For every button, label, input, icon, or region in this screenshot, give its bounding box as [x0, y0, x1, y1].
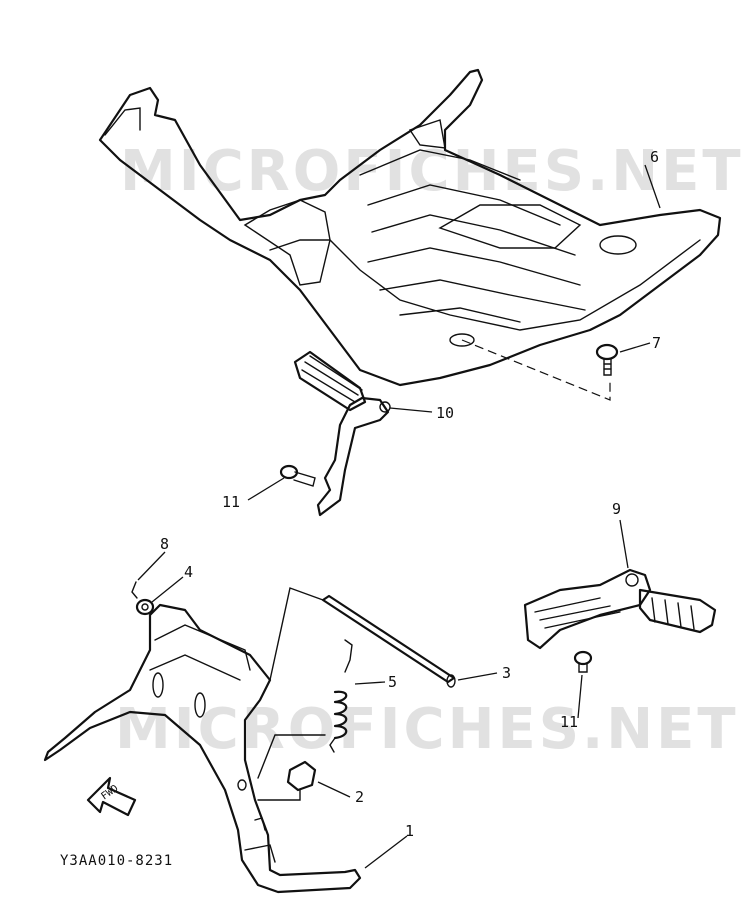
forward-arrow-icon: FWD [86, 776, 137, 817]
diagram-code: Y3AA010-8231 [60, 853, 173, 869]
callout-8: 8 [160, 535, 169, 553]
footrest-bracket-left [293, 350, 391, 517]
leader-3 [457, 672, 498, 681]
leader-4 [151, 576, 184, 603]
callout-11-lower: 11 [560, 713, 578, 731]
leader-6 [644, 164, 661, 209]
leader-7 [619, 342, 651, 353]
assembly-line-stopper [257, 789, 301, 801]
callout-3: 3 [502, 664, 511, 682]
spring-part-5 [329, 639, 353, 753]
footrest-bracket-right [523, 568, 717, 650]
callout-2: 2 [355, 788, 364, 806]
washer-part-4 [135, 598, 155, 616]
shaft-part-3 [321, 594, 456, 688]
leader-11-lower [577, 674, 583, 719]
bolt-part-11-lower [573, 650, 593, 673]
callout-9: 9 [612, 500, 621, 518]
callout-6: 6 [650, 148, 659, 166]
clip-part-8 [131, 581, 138, 599]
assembly-line-spring [257, 734, 326, 779]
main-stand-part-1 [43, 603, 362, 894]
floor-board-part [98, 68, 722, 387]
callout-5: 5 [388, 673, 397, 691]
mount-line-7 [461, 339, 611, 401]
leader-11-upper [247, 477, 285, 501]
leader-5 [354, 681, 386, 685]
assembly-line-shaft [269, 587, 324, 681]
screw-part-7 [595, 343, 619, 376]
leader-1 [364, 835, 408, 869]
leader-10 [389, 407, 433, 413]
callout-11-upper: 11 [222, 493, 240, 511]
leader-8 [137, 551, 166, 581]
callout-10: 10 [436, 404, 454, 422]
callout-4: 4 [184, 563, 193, 581]
leader-9 [619, 519, 629, 569]
callout-7: 7 [652, 334, 661, 352]
bolt-part-11-upper [279, 464, 316, 487]
watermark-bottom: MICROFICHES.NET [115, 697, 739, 762]
watermark-top: MICROFICHES.NET [120, 139, 743, 204]
stopper-part-2 [286, 760, 317, 792]
leader-2 [317, 781, 351, 798]
callout-1: 1 [405, 822, 414, 840]
